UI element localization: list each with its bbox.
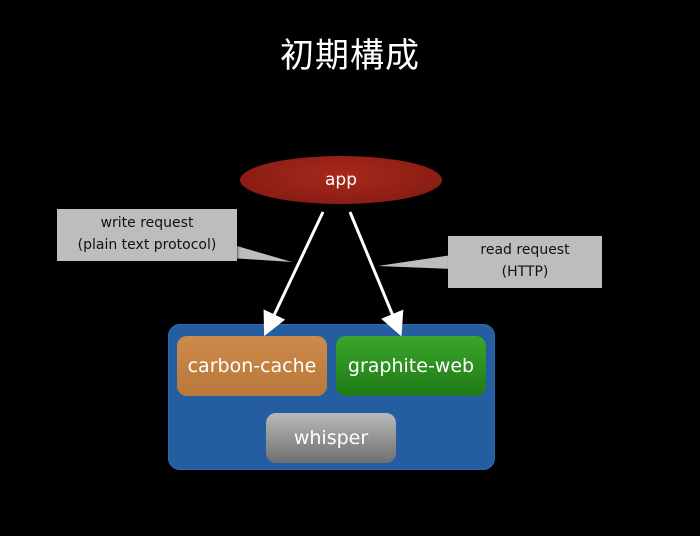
write-request-callout: write request (plain text protocol)	[57, 209, 237, 261]
carbon-cache-node: carbon-cache	[177, 336, 327, 396]
carbon-cache-label: carbon-cache	[187, 355, 317, 377]
graphite-web-node: graphite-web	[336, 336, 486, 396]
write-request-protocol: (plain text protocol)	[77, 237, 217, 253]
read-request-label: read request	[480, 242, 570, 258]
read-request-callout: read request (HTTP)	[448, 236, 602, 288]
write-arrow	[263, 211, 325, 337]
read-request-protocol: (HTTP)	[501, 264, 549, 280]
graphite-web-label: graphite-web	[347, 355, 475, 377]
page-title: 初期構成	[280, 36, 420, 76]
app-label: app	[325, 170, 357, 190]
read-arrow	[348, 211, 404, 337]
whisper-node: whisper	[266, 413, 396, 463]
whisper-label: whisper	[293, 427, 369, 449]
read-callout-tail	[378, 255, 452, 269]
write-callout-tail	[230, 244, 292, 262]
write-request-label: write request	[100, 215, 194, 231]
app-node: app	[240, 156, 442, 204]
